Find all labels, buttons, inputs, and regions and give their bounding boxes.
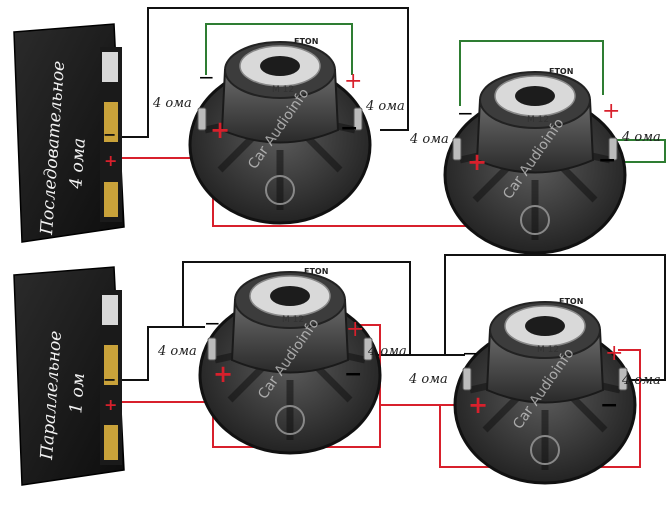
- speaker-bottom-left: ETON M 12 Car Audioinfo: [200, 267, 380, 453]
- green-wire-top-3: [614, 139, 666, 163]
- plus-marker: +: [602, 99, 620, 124]
- impedance-label: 4 ома: [621, 373, 661, 388]
- plus-marker: +: [467, 147, 487, 176]
- minus-marker: −: [598, 147, 616, 173]
- plus-marker: +: [213, 359, 233, 388]
- speaker-bottom-right: ETON M 12 Car Audioinfo: [455, 297, 635, 483]
- speaker-brand: ETON: [549, 67, 573, 76]
- speaker-model: M 12: [272, 85, 294, 95]
- impedance-label: 4 ома: [152, 96, 192, 111]
- minus-marker: −: [600, 392, 618, 418]
- minus-marker: −: [457, 101, 474, 125]
- plus-marker: +: [210, 115, 230, 144]
- plus-marker: +: [605, 341, 623, 366]
- plus-marker: +: [468, 390, 488, 419]
- speaker-top-right: ETON M 12 Car Audioinfo: [445, 67, 625, 253]
- impedance-label: 4 ома: [408, 372, 448, 387]
- impedance-label: 4 ома: [367, 344, 407, 359]
- impedance-label: 4 ома: [365, 99, 405, 114]
- parallel-section: Параллельное 1 ом + − ETON M 12 Car Audi…: [13, 254, 666, 485]
- speaker-model: M 12: [282, 315, 304, 325]
- minus-marker: −: [462, 341, 479, 365]
- amp-plus-sign: +: [104, 151, 117, 170]
- impedance-label: 4 ома: [409, 132, 449, 147]
- impedance-label: 4 ома: [157, 344, 197, 359]
- plus-marker: +: [344, 69, 362, 94]
- speaker-brand: ETON: [559, 297, 583, 306]
- minus-marker: −: [344, 361, 362, 387]
- green-wire-top-2: [459, 40, 604, 106]
- minus-marker: −: [198, 65, 215, 89]
- series-section: Последовательное 4 ома + − ETON M 12 Car…: [13, 7, 666, 253]
- plus-marker: +: [346, 317, 364, 342]
- speaker-brand: ETON: [294, 37, 318, 46]
- black-wire-bottom: [118, 326, 205, 381]
- speaker-top-left: ETON M 12 Car Audioinfo: [190, 37, 370, 223]
- minus-marker: −: [340, 115, 358, 141]
- amp-plus-sign: +: [104, 395, 117, 414]
- impedance-label: 4 ома: [621, 130, 661, 145]
- minus-marker: −: [204, 311, 221, 335]
- amp-minus-sign: −: [103, 125, 116, 144]
- black-wire-top: [118, 7, 409, 138]
- speaker-brand: ETON: [304, 267, 328, 276]
- green-wire-top-1: [205, 23, 353, 75]
- speaker-model: M 12: [527, 115, 549, 125]
- speaker-model: M 12: [537, 345, 559, 355]
- amp-minus-sign: −: [103, 370, 116, 389]
